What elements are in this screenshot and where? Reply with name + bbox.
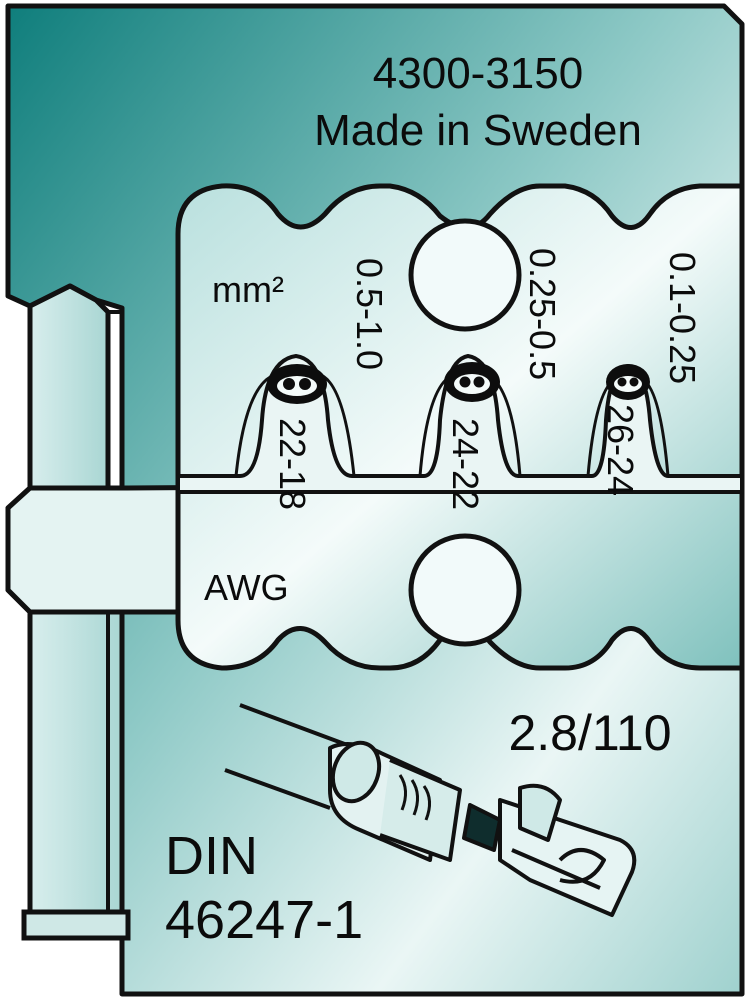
awg-range-2: 24-22 [445, 418, 486, 510]
mm2-range-2: 0.25-0.5 [522, 248, 563, 380]
crimp-notch-2 [444, 362, 500, 402]
lower-hole [408, 533, 522, 647]
upper-hole [408, 218, 522, 332]
flat-receptacle-terminal-illustration [224, 703, 637, 917]
crimp-notch-1 [267, 364, 327, 404]
terminal-size: 2.8/110 [508, 705, 671, 761]
mm2-range-3: 0.1-0.25 [662, 252, 703, 384]
awg-range-1: 22-18 [272, 418, 313, 510]
awg-unit-label: AWG [204, 567, 289, 608]
standard-line-2: 46247-1 [165, 890, 363, 950]
awg-range-3: 26-24 [600, 404, 641, 496]
origin-label: Made in Sweden [314, 106, 642, 155]
metric-unit-label: mm² [212, 269, 284, 310]
part-number: 4300-3150 [373, 49, 583, 98]
crimp-notch-3 [606, 364, 650, 400]
standard-line-1: DIN [165, 826, 258, 886]
mm2-range-1: 0.5-1.0 [349, 258, 390, 370]
